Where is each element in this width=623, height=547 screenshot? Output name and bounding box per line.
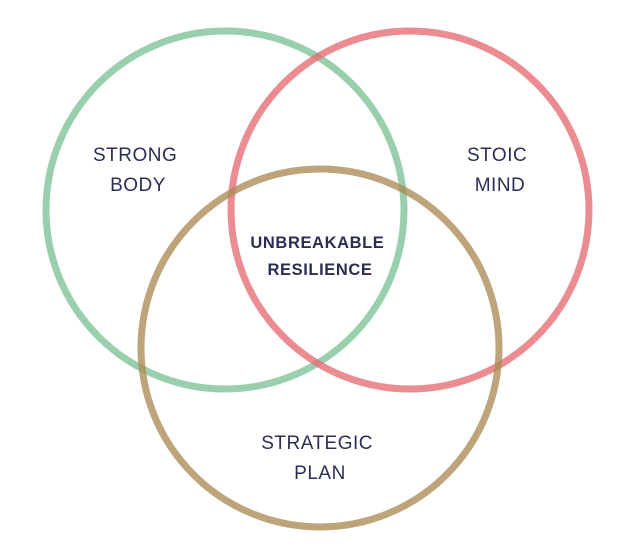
strong-body-label-line-2: BODY (110, 175, 166, 196)
stoic-mind-circle (227, 27, 593, 393)
strong-body-label-line-1: STRONG (93, 145, 177, 166)
center-label-line-2: RESILIENCE (267, 261, 372, 279)
strategic-plan-circle (137, 165, 503, 531)
strategic-plan-label: STRATEGIC PLAN (261, 433, 379, 484)
strategic-plan-label-line-2: PLAN (294, 463, 346, 484)
strategic-plan-label-line-1: STRATEGIC (261, 433, 373, 454)
stoic-mind-label-line-2: MIND (475, 175, 526, 196)
strong-body-label: STRONG BODY (93, 145, 183, 196)
unbreakable-resilience-label: UNBREAKABLE RESILIENCE (250, 234, 389, 279)
center-label-line-1: UNBREAKABLE (250, 234, 384, 252)
stoic-mind-label: STOIC MIND (467, 145, 533, 196)
strong-body-circle (42, 27, 408, 393)
stoic-mind-label-line-1: STOIC (467, 145, 527, 166)
